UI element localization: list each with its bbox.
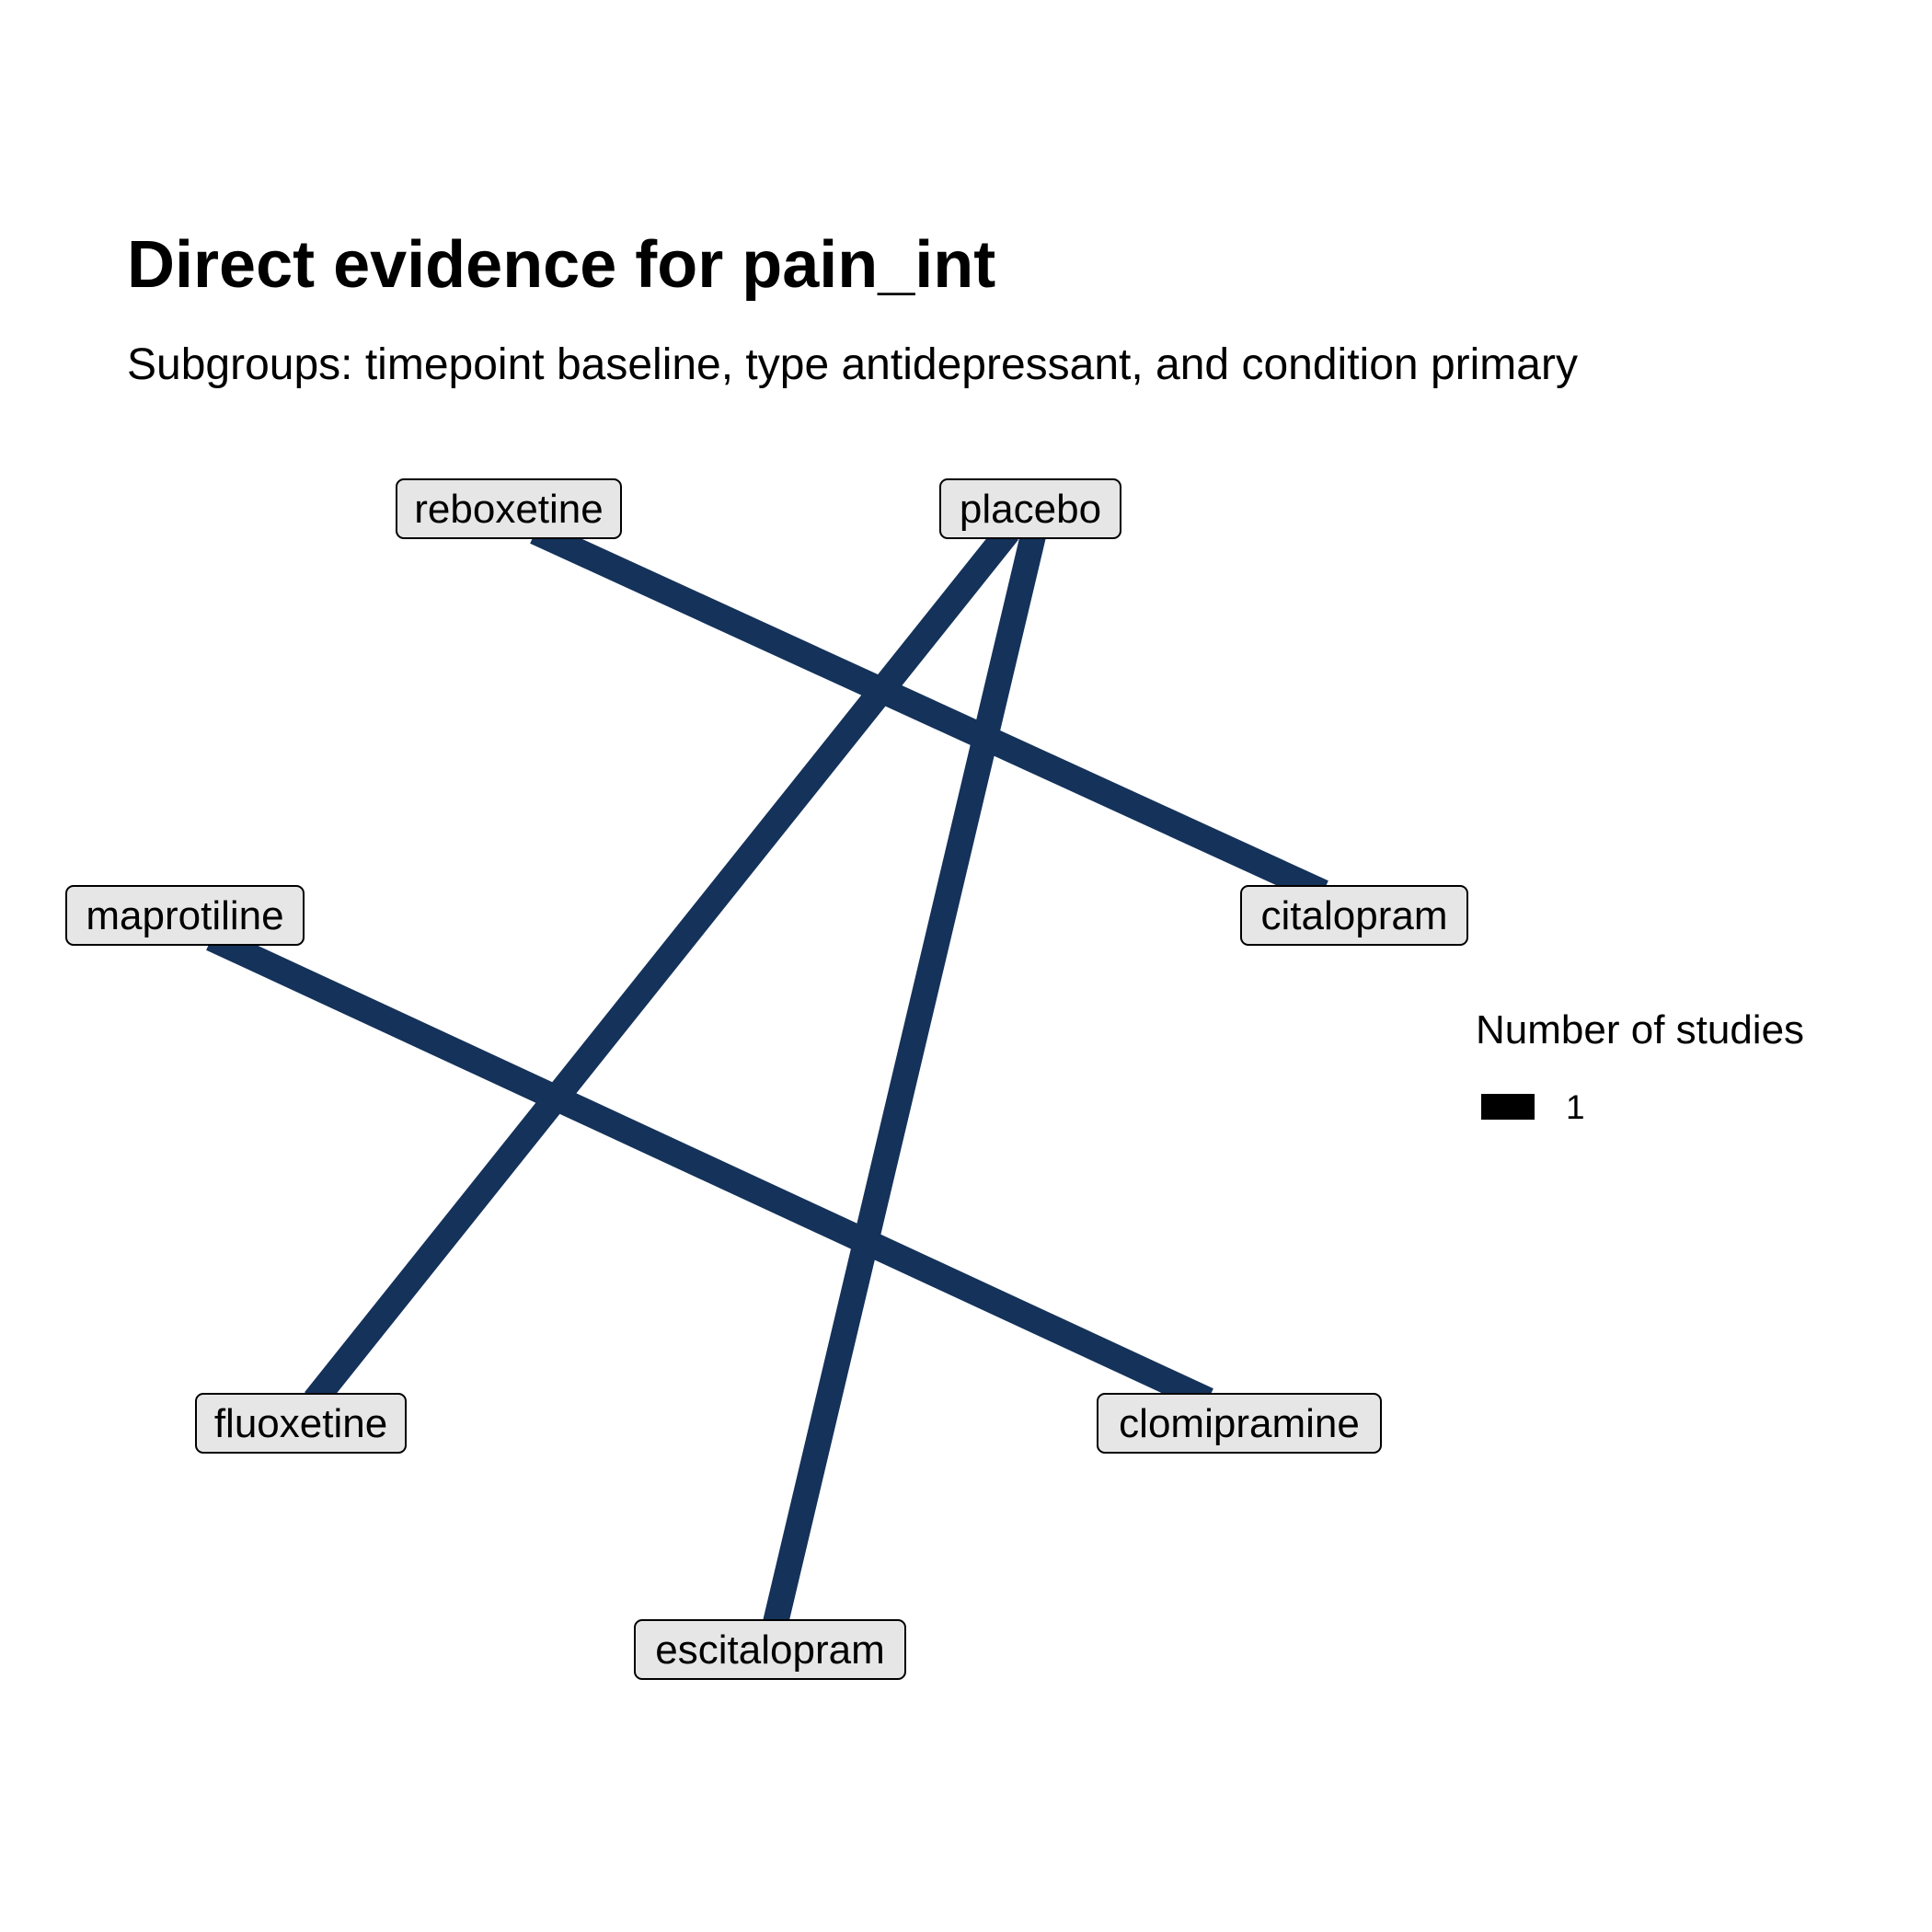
node-fluoxetine: fluoxetine: [195, 1393, 407, 1454]
legend-key-label: 1: [1566, 1088, 1585, 1126]
edge-placebo-fluoxetine: [305, 523, 1018, 1409]
node-placebo: placebo: [939, 478, 1121, 539]
node-label-placebo: placebo: [960, 487, 1101, 532]
node-box-fluoxetine: [195, 1393, 407, 1454]
node-citalopram: citalopram: [1240, 885, 1468, 946]
node-label-citalopram: citalopram: [1261, 893, 1448, 938]
node-box-placebo: [939, 478, 1121, 539]
edge-reboxetine-citalopram: [530, 520, 1328, 904]
node-label-clomipramine: clomipramine: [1119, 1401, 1360, 1446]
edge-maprotiline-clomipramine: [206, 926, 1213, 1412]
legend-key-swatch: [1481, 1094, 1535, 1120]
legend-title: Number of studies: [1476, 1007, 1805, 1052]
node-box-clomipramine: [1097, 1393, 1382, 1454]
node-label-maprotiline: maprotiline: [86, 893, 283, 938]
legend: Number of studies 1: [1476, 1010, 1862, 1139]
chart-title: Direct evidence for pain_int: [127, 228, 996, 302]
edge-placebo-escitalopram: [762, 528, 1047, 1630]
node-maprotiline: maprotiline: [65, 885, 305, 946]
node-escitalopram: escitalopram: [634, 1619, 906, 1680]
node-box-escitalopram: [634, 1619, 906, 1680]
node-box-maprotiline: [65, 885, 305, 946]
chart-subtitle: Subgroups: timepoint baseline, type anti…: [127, 340, 1578, 389]
node-label-escitalopram: escitalopram: [655, 1627, 884, 1673]
nodes-layer: reboxetine placebo maprotiline citalopram fl…: [65, 478, 1468, 1680]
edges-layer: [206, 520, 1328, 1630]
node-label-fluoxetine: fluoxetine: [214, 1401, 387, 1446]
node-box-citalopram: [1240, 885, 1468, 946]
node-reboxetine: reboxetine: [396, 478, 622, 539]
node-box-reboxetine: [396, 478, 622, 539]
node-label-reboxetine: reboxetine: [414, 487, 603, 532]
node-clomipramine: clomipramine: [1097, 1393, 1382, 1454]
